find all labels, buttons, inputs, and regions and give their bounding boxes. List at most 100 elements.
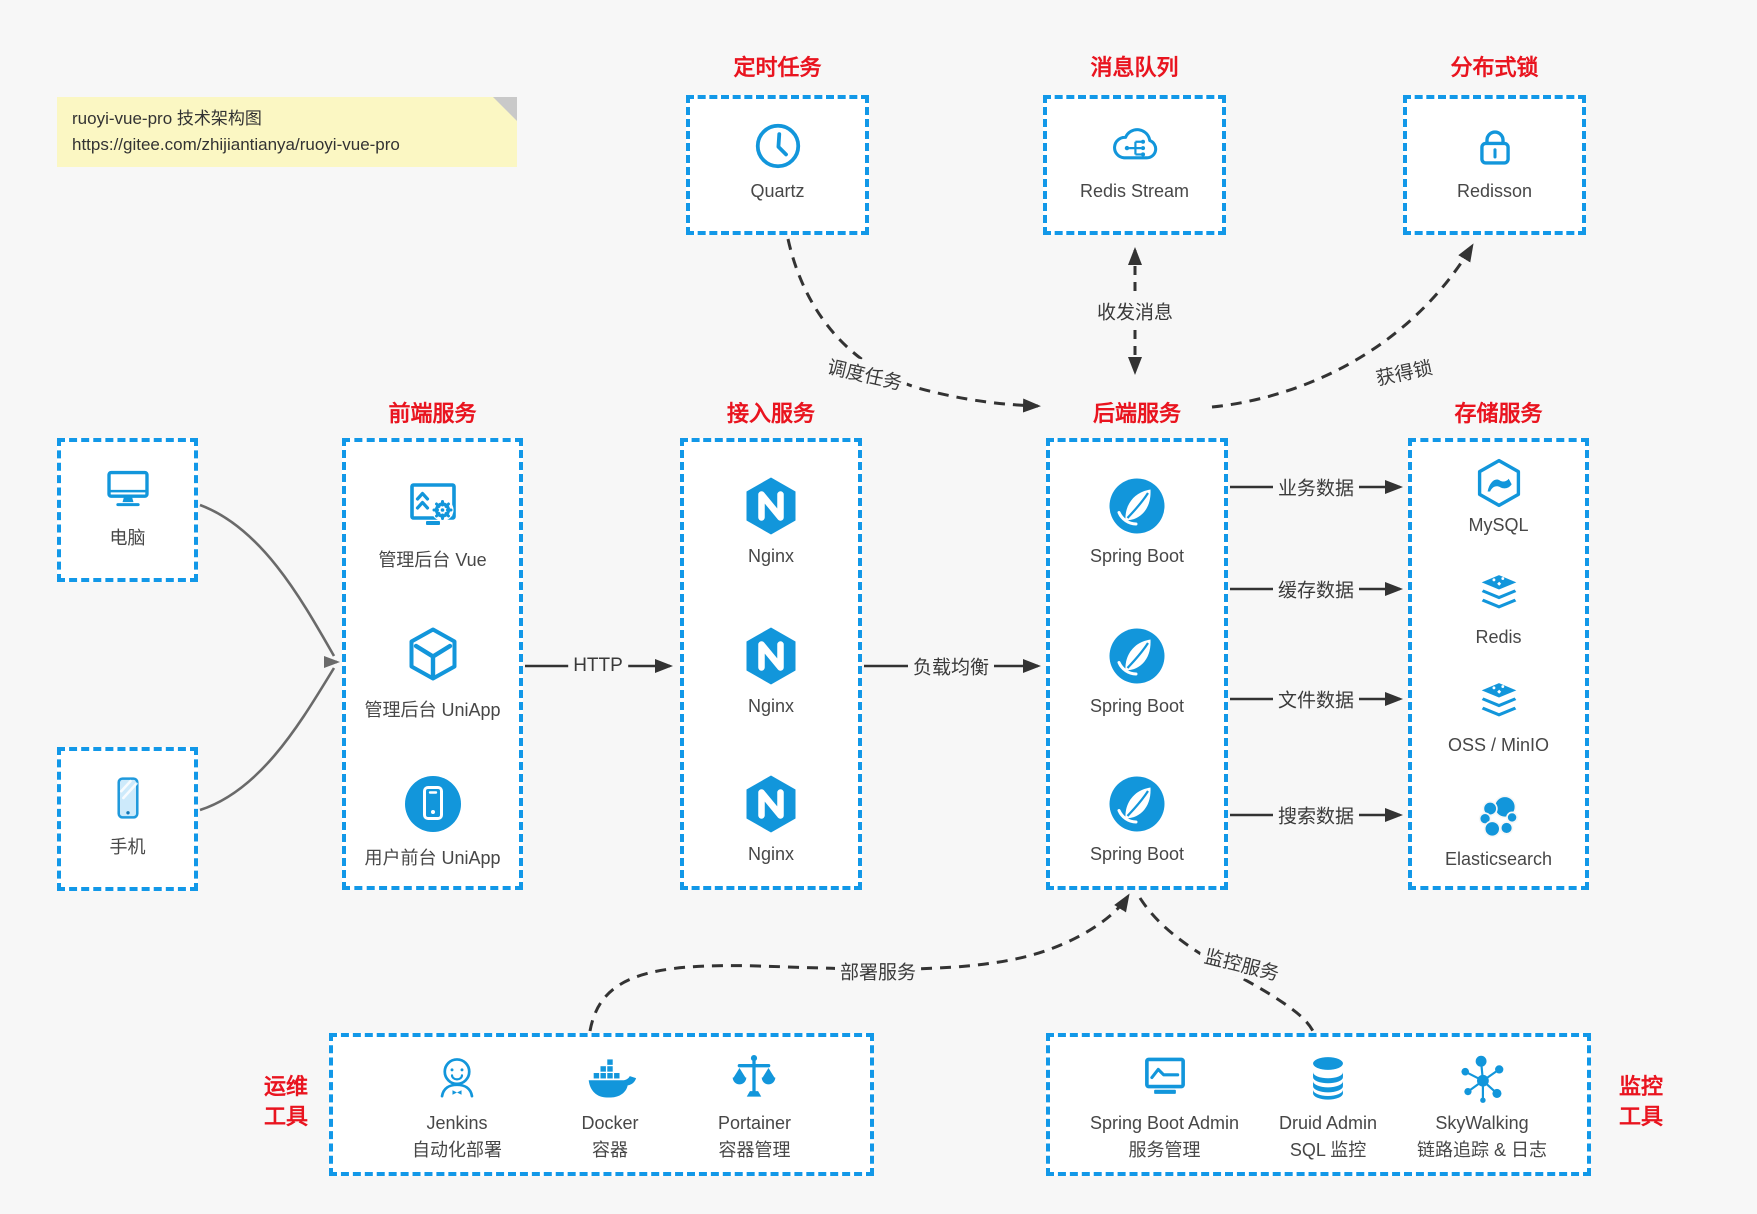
group-title-backend: 后端服务 [1092,401,1181,426]
phone-circle-icon [401,772,465,836]
node-label-nginx-1: Nginx [747,546,795,566]
nginx-icon [739,772,803,836]
lock-icon [1468,119,1522,173]
node-label-pc: 电脑 [109,528,146,548]
node-label-admin-uniapp: 管理后台 UniApp [364,700,501,720]
group-title-gateway: 接入服务 [726,401,815,426]
node-admin-uniapp: 管理后台 UniApp [346,624,519,722]
edge-label-search-data: 搜索数据 [1272,801,1360,829]
group-box-gateway: Nginx Nginx Nginx [680,438,862,890]
nginx-icon [739,474,803,538]
node-druid-admin: Druid Admin SQL 监控 [1279,1049,1377,1162]
node-nginx-2: Nginx [684,624,858,717]
spring-boot-icon [1105,772,1169,836]
node-label-nginx-2: Nginx [747,696,795,716]
node-label-admin-vue: 管理后台 Vue [378,550,487,570]
edge-dispatch-job-line [786,238,1041,413]
side-label-ops-line2: 工具 [263,1104,308,1129]
node-label-springboot-1: Spring Boot [1089,546,1185,566]
node-springboot-3: Spring Boot [1050,772,1224,865]
node-name-docker: Docker [581,1113,639,1133]
node-redisson: Redisson [1407,119,1582,202]
node-redis: Redis [1412,568,1585,648]
side-label-monitor-line1: 监控 [1618,1074,1663,1099]
jenkins-icon [428,1049,486,1107]
edge-pc-to-frontend [199,503,336,657]
side-label-ops-tools: 运维 工具 [251,1072,321,1132]
node-label-springboot-2: Spring Boot [1089,696,1185,716]
group-box-ops-tools: Jenkins 自动化部署 Docker 容器 Portainer 容器管理 [329,1033,874,1176]
note-title: ruoyi-vue-pro 技术架构图 [72,109,262,128]
node-nginx-3: Nginx [684,772,858,865]
edge-label-business-data: 业务数据 [1272,473,1360,501]
node-label-redisson: Redisson [1456,181,1533,201]
node-phone: 手机 [61,771,194,859]
node-skywalking: SkyWalking 链路追踪 & 日志 [1417,1049,1547,1162]
elasticsearch-icon [1472,790,1526,844]
edge-label-http: HTTP [568,655,628,677]
sticky-note: ruoyi-vue-pro 技术架构图 https://gitee.com/zh… [57,97,517,167]
group-box-message-queue: Redis Stream [1043,95,1226,235]
node-spring-boot-admin: Spring Boot Admin 服务管理 [1090,1049,1239,1162]
node-name-jenkins: Jenkins [426,1113,488,1133]
node-label-mysql: MySQL [1468,515,1529,535]
group-box-scheduled-jobs: Quartz [686,95,869,235]
node-label-springboot-3: Spring Boot [1089,844,1185,864]
docker-icon [581,1049,639,1107]
client-box-phone: 手机 [57,747,198,891]
node-mysql: MySQL [1412,456,1585,536]
node-desc-portainer: 容器管理 [718,1140,791,1160]
edge-monitor-service-line [1138,897,1315,1032]
redis-stack-icon [1472,568,1526,622]
oss-stack-icon [1472,676,1526,730]
node-desc-docker: 容器 [591,1140,628,1160]
node-quartz: Quartz [690,119,865,202]
mysql-icon [1472,456,1526,510]
node-desc-jenkins: 自动化部署 [411,1140,502,1160]
side-label-ops-line1: 运维 [263,1074,308,1099]
node-name-druid: Druid Admin [1279,1113,1378,1133]
node-label-nginx-3: Nginx [747,844,795,864]
note-url: https://gitee.com/zhijiantianya/ruoyi-vu… [72,135,400,154]
node-name-skywalking: SkyWalking [1435,1113,1529,1133]
group-title-frontend: 前端服务 [388,401,477,426]
node-springboot-2: Spring Boot [1050,624,1224,717]
edge-label-file-data: 文件数据 [1272,685,1360,713]
clock-icon [751,119,805,173]
nginx-icon [739,624,803,688]
edge-label-deploy-service: 部署服务 [834,957,922,985]
group-box-backend: Spring Boot Spring Boot Spring Boot [1046,438,1228,890]
edge-label-send-receive-msg: 收发消息 [1091,297,1179,325]
group-title-scheduled-jobs: 定时任务 [733,55,822,80]
group-title-distributed-lock: 分布式锁 [1450,55,1539,80]
group-title-message-queue: 消息队列 [1090,55,1179,80]
node-name-sba: Spring Boot Admin [1089,1113,1240,1133]
group-title-storage: 存储服务 [1454,401,1543,426]
node-admin-vue: 管理后台 Vue [346,474,519,572]
group-box-storage: MySQL Redis OSS / MinIO Elasticsearch [1408,438,1589,890]
group-box-monitor-tools: Spring Boot Admin 服务管理 Druid Admin SQL 监… [1046,1033,1591,1176]
node-label-redis: Redis [1475,627,1522,647]
node-label-redis-stream: Redis Stream [1079,181,1190,201]
node-label-oss-minio: OSS / MinIO [1447,735,1550,755]
node-nginx-1: Nginx [684,474,858,567]
client-box-pc: 电脑 [57,438,198,582]
node-desc-druid: SQL 监控 [1289,1140,1367,1160]
node-springboot-1: Spring Boot [1050,474,1224,567]
edge-label-cache-data: 缓存数据 [1272,575,1360,603]
node-redis-stream: Redis Stream [1047,119,1222,202]
ops-tools-row: Jenkins 自动化部署 Docker 容器 Portainer 容器管理 [333,1049,870,1162]
monitor-tools-row: Spring Boot Admin 服务管理 Druid Admin SQL 监… [1050,1049,1587,1162]
node-label-user-uniapp: 用户前台 UniApp [364,848,501,868]
edge-acquire-lock-line [1211,243,1474,409]
spring-boot-admin-icon [1136,1049,1194,1107]
node-name-portainer: Portainer [717,1113,791,1133]
desktop-icon [101,462,155,516]
group-box-distributed-lock: Redisson [1403,95,1586,235]
group-box-frontend: 管理后台 Vue 管理后台 UniApp 用户前台 UniApp [342,438,523,890]
cloud-stream-icon [1108,119,1162,173]
database-icon [1299,1049,1357,1107]
portainer-scales-icon [725,1049,783,1107]
spring-boot-icon [1105,474,1169,538]
